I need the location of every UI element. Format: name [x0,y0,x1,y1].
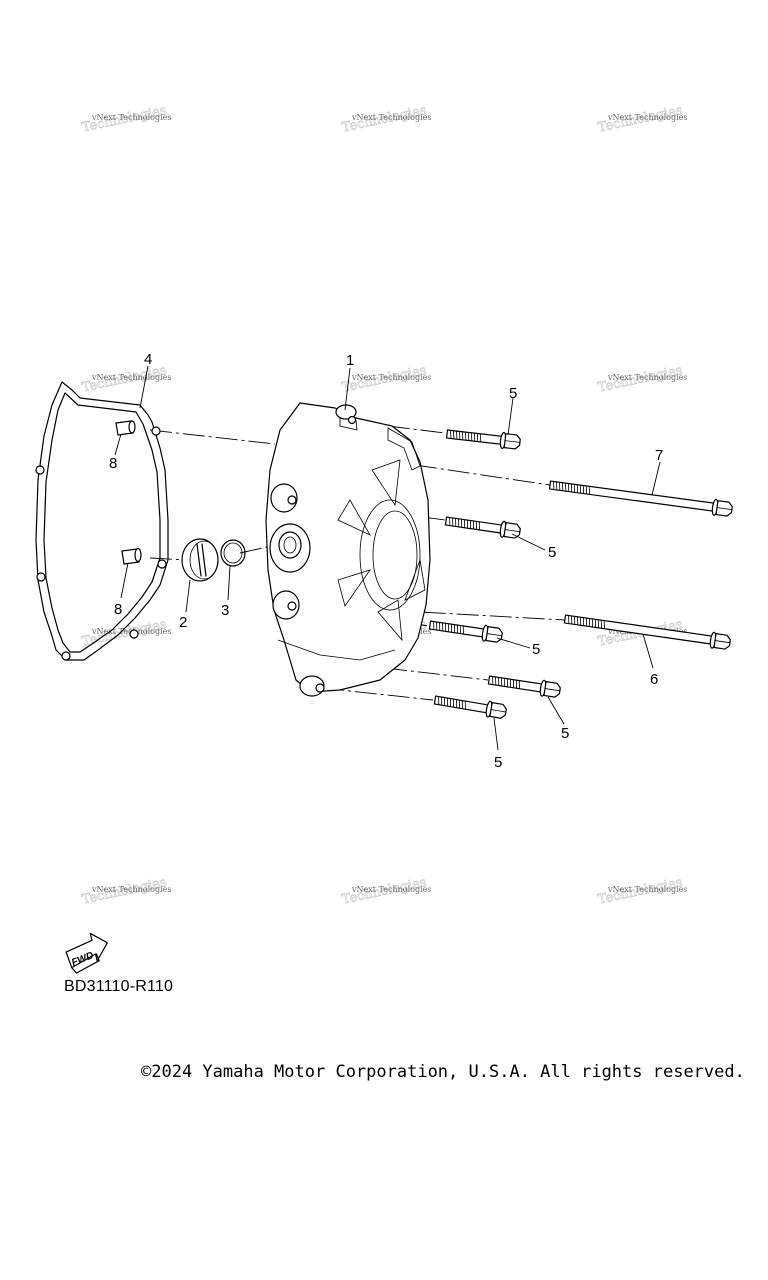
callout-6: 6 [642,633,658,688]
watermark: Technologies vNext Technologies [596,875,687,908]
bolt-5 [433,695,507,719]
svg-text:vNext Technologies: vNext Technologies [351,885,431,894]
svg-text:5: 5 [494,754,502,771]
bolt-5 [428,620,503,643]
svg-text:8: 8 [109,455,117,472]
crankcase-cover [265,402,431,697]
svg-text:vNext Technologies: vNext Technologies [91,113,171,122]
svg-text:vNext Technologies: vNext Technologies [351,113,431,122]
callout-5b: 5 [511,533,556,561]
watermark: Technologies vNext Technologies [80,617,171,650]
svg-text:vNext Technologies: vNext Technologies [607,113,687,122]
watermark: Technologies vNext Technologies [80,363,171,396]
watermark: Technologies vNext Technologies [340,103,431,136]
svg-text:6: 6 [650,671,658,688]
svg-text:8: 8 [114,601,122,618]
copyright-notice: ©2024 Yamaha Motor Corporation, U.S.A. A… [141,1062,745,1082]
svg-text:3: 3 [221,602,229,619]
callout-1: 1 [344,352,354,411]
svg-text:7: 7 [655,447,663,464]
svg-text:vNext Technologies: vNext Technologies [91,885,171,894]
callout-8b: 8 [114,562,129,618]
dowel-pin [121,547,142,565]
svg-text:vNext Technologies: vNext Technologies [607,373,687,382]
plug [181,538,219,582]
svg-text:5: 5 [548,544,556,561]
svg-text:1: 1 [346,352,354,369]
svg-text:5: 5 [532,641,540,658]
svg-text:4: 4 [144,351,152,368]
svg-text:5: 5 [509,385,517,402]
callout-5e: 5 [493,717,502,771]
callout-4: 4 [139,351,152,409]
watermark: Technologies vNext Technologies [80,103,171,136]
callout-2: 2 [179,579,191,631]
o-ring [220,539,246,567]
svg-text:vNext Technologies: vNext Technologies [607,885,687,894]
watermark: Technologies vNext Technologies [596,363,687,396]
svg-text:2: 2 [179,614,187,631]
watermark: Technologies vNext Technologies [80,875,171,908]
svg-text:vNext Technologies: vNext Technologies [91,373,171,382]
watermark: Technologies vNext Technologies [596,103,687,136]
long-bolt-7 [548,480,733,517]
svg-text:vNext Technologies: vNext Technologies [351,373,431,382]
callout-8a: 8 [109,433,122,472]
diagram-code: BD31110-R110 [64,978,174,995]
bolt-5 [445,429,521,450]
callout-5d: 5 [547,696,569,742]
callout-5c: 5 [496,637,540,658]
bolt-5 [444,516,521,539]
fwd-arrow-icon: FWD [65,932,108,974]
svg-text:5: 5 [561,725,569,742]
dowel-pin [115,420,136,436]
gasket [35,381,169,661]
long-bolt-6 [563,614,731,650]
callout-7: 7 [651,447,663,496]
bolt-5 [487,675,561,698]
watermark: Technologies vNext Technologies [340,875,431,908]
callout-3: 3 [221,565,231,619]
callout-5a: 5 [507,385,517,436]
